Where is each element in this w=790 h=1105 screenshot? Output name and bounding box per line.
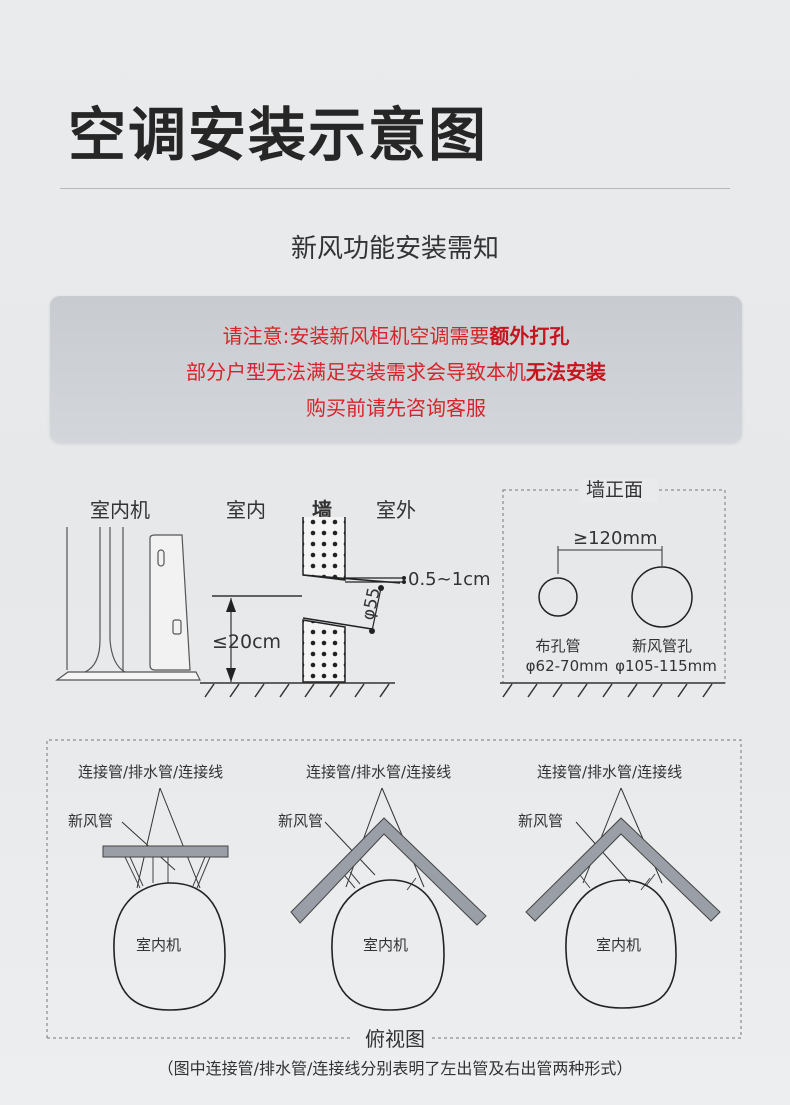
pipes-label: 连接管/排水管/连接线 xyxy=(78,763,223,781)
top-view-left-corner: 连接管/排水管/连接线 新风管 室内机 xyxy=(278,763,487,1011)
page-title: 空调安装示意图 xyxy=(68,101,489,169)
notice-emphasis: 额外打孔 xyxy=(489,324,570,348)
notice-text: 请注意:安装新风柜机空调需要 xyxy=(222,324,490,348)
ground-hatch xyxy=(200,682,395,698)
fresh-air-label: 新风管 xyxy=(518,812,563,830)
wall-drawing xyxy=(302,517,406,683)
hole2-size: φ105-115mm xyxy=(615,657,717,675)
spacing-label: ≥120mm xyxy=(573,528,658,549)
fresh-air-label: 新风管 xyxy=(68,812,113,830)
wall-front-title: 墙正面 xyxy=(586,479,643,501)
fresh-air-hole xyxy=(631,566,693,628)
hole2-name: 新风管孔 xyxy=(632,637,692,655)
indoor-label: 室内 xyxy=(226,498,266,522)
section-subtitle: 新风功能安装需知 xyxy=(290,234,499,264)
top-view-diagram: 连接管/排水管/连接线 新风管 室内机 连接管/排水管/连接线 新风管 室内机 … xyxy=(46,739,742,1078)
fresh-air-label: 新风管 xyxy=(278,812,323,830)
wall-label: 墙 xyxy=(312,498,332,522)
notice-emphasis: 无法安装 xyxy=(526,360,606,384)
notice-line-1: 请注意:安装新风柜机空调需要额外打孔 xyxy=(50,320,742,349)
notice-line-3: 购买前请先咨询客服 xyxy=(306,396,486,420)
outdoor-label: 室外 xyxy=(376,498,416,522)
hole1-size: φ62-70mm xyxy=(526,657,609,675)
notice-line-2: 部分户型无法满足安装需求会导致本机无法安装 xyxy=(50,356,742,385)
indoor-unit-label: 室内机 xyxy=(90,498,150,522)
side-view-diagram: 室内机 室内 墙 室外 ≤20cm 0.5~1cm φ55 xyxy=(55,498,491,698)
unit-label: 室内机 xyxy=(363,936,408,954)
divider xyxy=(60,188,730,189)
top-view-caption: （图中连接管/排水管/连接线分别表明了左出管及右出管两种形式） xyxy=(158,1059,633,1078)
pipes-label: 连接管/排水管/连接线 xyxy=(306,763,451,781)
height-limit-label: ≤20cm xyxy=(212,631,281,653)
unit-label: 室内机 xyxy=(136,936,181,954)
pipe-diameter-label: φ55 xyxy=(358,586,384,622)
notice-text: 部分户型无法满足安装需求会导致本机 xyxy=(186,360,526,384)
top-view-title: 俯视图 xyxy=(365,1027,425,1051)
top-view-straight: 连接管/排水管/连接线 新风管 室内机 xyxy=(68,763,229,1011)
top-view-right-corner: 连接管/排水管/连接线 新风管 室内机 xyxy=(518,763,721,1009)
hole1-name: 布孔管 xyxy=(535,637,580,655)
unit-label: 室内机 xyxy=(596,936,641,954)
wall-front-diagram: 墙正面 ≥120mm 布孔管 φ62-70mm 新风管孔 φ105-115mm xyxy=(500,478,726,698)
indoor-unit-drawing xyxy=(55,527,201,681)
cable-hole xyxy=(538,577,578,617)
slope-label: 0.5~1cm xyxy=(408,569,491,590)
notice-box: 请注意:安装新风柜机空调需要额外打孔 部分户型无法满足安装需求会导致本机无法安装… xyxy=(50,296,742,443)
pipes-label: 连接管/排水管/连接线 xyxy=(537,763,682,781)
